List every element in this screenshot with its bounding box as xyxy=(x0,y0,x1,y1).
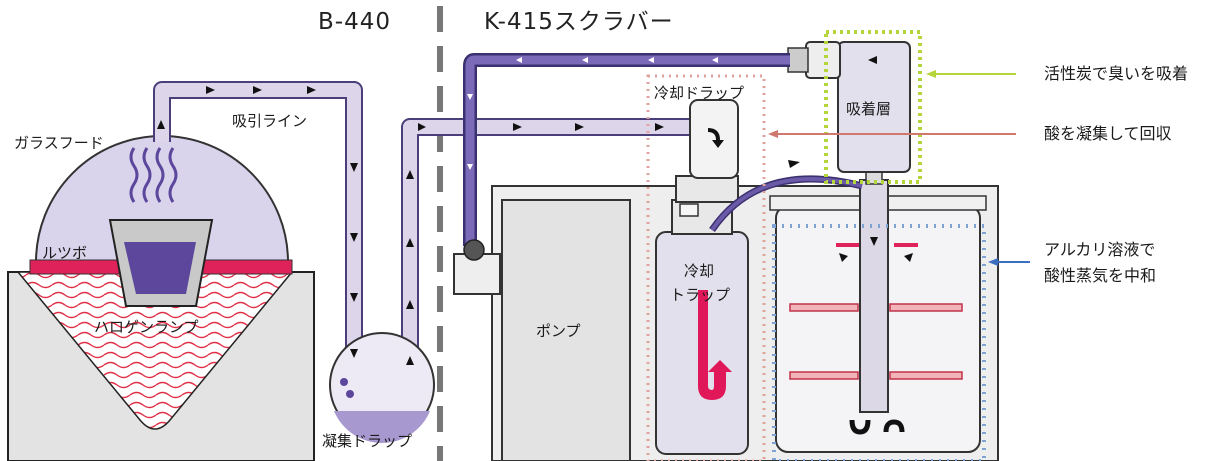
alkali-note-1: アルカリ溶液で xyxy=(1044,240,1156,259)
acid-recovery-frame xyxy=(646,74,766,461)
cooling-trap-bottle-label-1: 冷却 xyxy=(684,262,715,280)
activated-carbon-note: 活性炭で臭いを吸着 xyxy=(1044,64,1189,83)
suction-line-label: 吸引ライン xyxy=(232,112,308,130)
condensation-trap-label: 凝集ドラップ xyxy=(322,432,413,450)
halogen-lamp-label: ハロゲンランプ xyxy=(94,318,199,336)
adsorption-layer-label: 吸着層 xyxy=(846,100,892,118)
vapor-lines xyxy=(129,147,178,203)
adsorption-layer xyxy=(837,41,911,173)
cooling-trap-top-label: 冷却ドラップ xyxy=(654,84,745,102)
cooling-trap-condenser xyxy=(689,99,739,179)
b440-title: B-440 xyxy=(318,9,391,35)
k415-title: K-415スクラバー xyxy=(484,9,674,35)
cooling-trap-bottle-label-2: トラップ xyxy=(670,286,731,304)
scrubber-shelves xyxy=(789,303,963,380)
acid-recovery-note: 酸を凝集して回収 xyxy=(1044,124,1172,143)
alkali-note-2: 酸性蒸気を中和 xyxy=(1044,266,1157,285)
pump xyxy=(501,199,631,461)
glass-hood-label: ガラスフード xyxy=(14,134,104,152)
pump-label: ポンプ xyxy=(536,322,581,340)
flow-arrows-left xyxy=(157,86,426,365)
crucible-label: ルツボ xyxy=(42,244,88,262)
scrubber-column xyxy=(859,179,889,413)
activated-carbon-frame xyxy=(824,30,922,184)
up-arrow-icon xyxy=(698,290,732,400)
u-turn-arrow-icon xyxy=(849,419,905,435)
alkali-frame xyxy=(772,224,986,461)
